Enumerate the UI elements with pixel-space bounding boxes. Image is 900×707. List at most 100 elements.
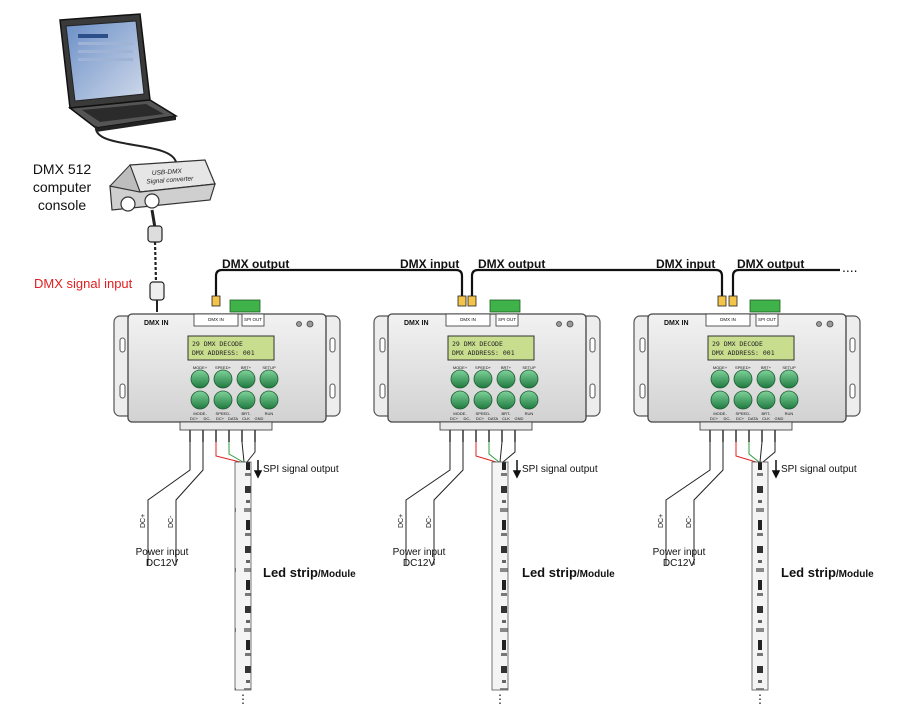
button-row-bottom: MODE- SPEED- BRT- RUN xyxy=(710,390,799,416)
terminal-label: DC+ xyxy=(216,416,225,421)
power-input-label: Power input xyxy=(136,547,189,558)
dmx-output-label: DMX output xyxy=(478,257,545,271)
setup-button[interactable] xyxy=(779,369,799,389)
terminal-label: CLK xyxy=(242,416,250,421)
power-voltage-label: DC12V xyxy=(403,558,436,569)
console-label: computer xyxy=(33,179,92,195)
speed-minus-button[interactable] xyxy=(213,390,233,410)
speed-plus-button[interactable] xyxy=(733,369,753,389)
brt-minus-button[interactable] xyxy=(756,390,776,410)
lcd-line-1: 29 DMX DECODE xyxy=(712,340,763,348)
mode-plus-button[interactable] xyxy=(710,369,730,389)
power-input-label: Power input xyxy=(393,547,446,558)
terminal-label: GND xyxy=(255,416,264,421)
dmx-input-label: DMX input xyxy=(400,257,459,271)
run-button[interactable] xyxy=(519,390,539,410)
spi-terminal-block xyxy=(229,299,261,313)
spi-out-port xyxy=(241,313,265,327)
speed-plus-button[interactable] xyxy=(473,369,493,389)
terminal-label: DC+ xyxy=(476,416,485,421)
converter-label: Signal converter xyxy=(146,175,194,185)
lcd-display xyxy=(707,335,795,361)
dmx-output-label: DMX output xyxy=(737,257,804,271)
button-label: BRT+ xyxy=(761,365,772,370)
button-label: SPEED- xyxy=(476,411,492,416)
led-strip-label: Led strip/Module xyxy=(781,565,874,580)
mode-plus-button[interactable] xyxy=(190,369,210,389)
brt-minus-button[interactable] xyxy=(496,390,516,410)
setup-button[interactable] xyxy=(259,369,279,389)
led-strip-1 xyxy=(234,461,252,691)
button-label: SPEED- xyxy=(216,411,232,416)
button-label: MODE- xyxy=(453,411,467,416)
power-voltage-label: DC12V xyxy=(663,558,696,569)
button-label: RUN xyxy=(525,411,534,416)
button-label: BRT- xyxy=(241,411,251,416)
lcd-line-2: DMX ADDRESS: 001 xyxy=(192,349,255,357)
dmx-signal-input-label: DMX signal input xyxy=(34,276,133,291)
dmx-in-label: DMX IN xyxy=(144,320,169,327)
button-label: SPEED+ xyxy=(735,365,752,370)
laptop-icon xyxy=(59,13,179,132)
dc-plus-label: DC+ xyxy=(398,514,405,528)
dc-minus-label: DC- xyxy=(686,515,693,528)
terminal-label: DC- xyxy=(723,416,731,421)
dmx-decoder-1: DMX IN DMX IN SPI OUT 29 DMX DECODE DMX … xyxy=(113,299,341,442)
button-label: MODE+ xyxy=(453,365,468,370)
dmx-input-label: DMX input xyxy=(656,257,715,271)
dmx-in-port xyxy=(705,313,751,327)
dmx-in-port xyxy=(445,313,491,327)
spi-out-port-label: SPI OUT xyxy=(498,317,516,322)
terminal-label: GND xyxy=(515,416,524,421)
speed-minus-button[interactable] xyxy=(733,390,753,410)
setup-button[interactable] xyxy=(519,369,539,389)
led-strip-label-suffix: /Module xyxy=(577,569,615,580)
led-strip-3 xyxy=(751,461,769,691)
button-label: SPEED- xyxy=(736,411,752,416)
dc-minus-label: DC- xyxy=(426,515,433,528)
spi-terminal-block xyxy=(489,299,521,313)
button-row-top: MODE+ SPEED+ BRT+ SETUP xyxy=(710,365,799,389)
dmx-decoder-3: DMX IN DMX IN SPI OUT 29 DMX DECODE DMX … xyxy=(633,299,861,442)
button-label: MODE+ xyxy=(713,365,728,370)
rj45-plug-icon xyxy=(211,295,738,307)
brt-plus-button[interactable] xyxy=(236,369,256,389)
spi-output-label: SPI signal output xyxy=(781,464,857,475)
power-voltage-label: DC12V xyxy=(146,558,179,569)
speed-plus-button[interactable] xyxy=(213,369,233,389)
brt-minus-button[interactable] xyxy=(236,390,256,410)
brt-plus-button[interactable] xyxy=(496,369,516,389)
mode-plus-button[interactable] xyxy=(450,369,470,389)
power-wires-3 xyxy=(665,442,724,565)
spi-out-port xyxy=(755,313,779,327)
terminal-label: DC+ xyxy=(736,416,745,421)
terminal-label: CLK xyxy=(502,416,510,421)
speed-minus-button[interactable] xyxy=(473,390,493,410)
xlr-connector-icon xyxy=(144,193,160,209)
strip-continuation-dots: ⋮ xyxy=(754,692,766,706)
terminal-label: DC- xyxy=(203,416,211,421)
spi-out-port-label: SPI OUT xyxy=(758,317,776,322)
run-button[interactable] xyxy=(779,390,799,410)
run-button[interactable] xyxy=(259,390,279,410)
button-label: MODE- xyxy=(193,411,207,416)
brt-plus-button[interactable] xyxy=(756,369,776,389)
dc-minus-label: DC- xyxy=(168,515,175,528)
power-wires-1 xyxy=(147,442,204,565)
button-label: MODE- xyxy=(713,411,727,416)
spi-output-label: SPI signal output xyxy=(263,464,339,475)
spi-output-label: SPI signal output xyxy=(522,464,598,475)
dmx-in-port-label: DMX IN xyxy=(208,317,224,322)
button-label: MODE+ xyxy=(193,365,208,370)
dc-plus-label: DC+ xyxy=(140,514,147,528)
mode-minus-button[interactable] xyxy=(190,390,210,410)
terminal-strip: DC+ DC- DC+ DATA CLK GND xyxy=(699,416,793,442)
dc-plus-label: DC+ xyxy=(658,514,665,528)
mode-minus-button[interactable] xyxy=(450,390,470,410)
lcd-line-1: 29 DMX DECODE xyxy=(192,340,243,348)
lcd-display xyxy=(447,335,535,361)
mode-minus-button[interactable] xyxy=(710,390,730,410)
console-label: console xyxy=(38,197,86,213)
button-label: SETUP xyxy=(782,365,796,370)
terminal-label: DC- xyxy=(463,416,471,421)
